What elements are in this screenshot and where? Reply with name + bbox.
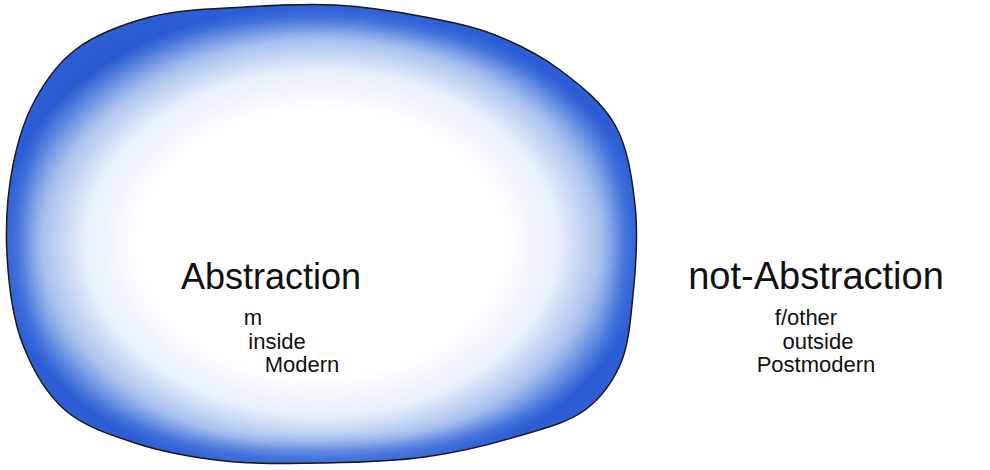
outside-note: f/other bbox=[775, 306, 837, 330]
outside-title: not-Abstraction bbox=[688, 256, 944, 298]
region-note: m bbox=[244, 306, 262, 330]
region-title: Abstraction bbox=[181, 257, 361, 297]
region-note: inside bbox=[248, 330, 305, 354]
blob-outline bbox=[6, 4, 636, 463]
blob-fill bbox=[6, 4, 636, 463]
outside-note: Postmodern bbox=[757, 353, 876, 377]
watercolor-blob bbox=[5, 5, 637, 467]
region-note: Modern bbox=[265, 353, 340, 377]
abstraction-region: Abstraction minsideModern bbox=[5, 5, 637, 467]
outside-note: outside bbox=[783, 330, 854, 354]
blob-edge-wash bbox=[6, 4, 636, 463]
